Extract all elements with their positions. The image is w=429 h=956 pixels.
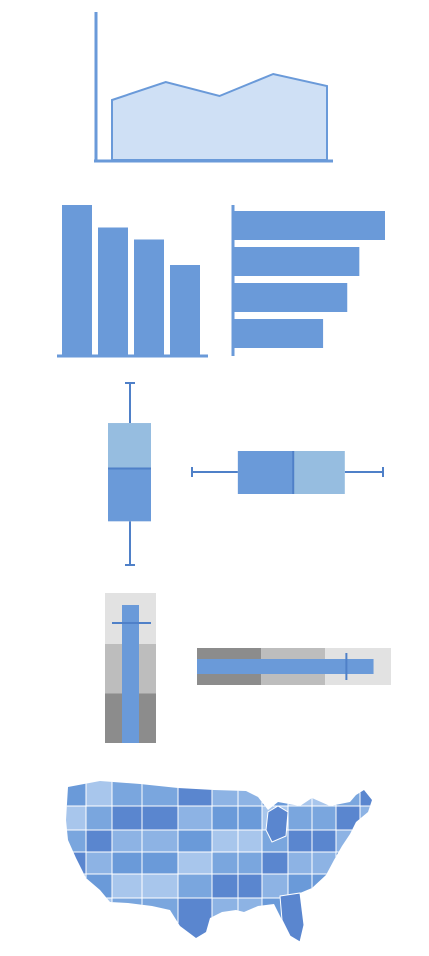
state-region	[237, 873, 263, 899]
state-region	[85, 873, 113, 899]
state-region	[237, 897, 263, 942]
state-region	[177, 829, 213, 853]
state-region	[141, 897, 179, 942]
state-region	[287, 781, 313, 807]
state-region	[111, 897, 143, 942]
state-region	[359, 805, 372, 831]
state-region	[66, 897, 87, 942]
state-region	[211, 897, 239, 942]
state-region	[359, 897, 372, 942]
state-region	[237, 781, 263, 807]
state-region	[211, 805, 239, 831]
state-region	[141, 851, 179, 875]
bullet-chart-horizontal-icon	[197, 648, 391, 685]
state-region	[111, 829, 143, 853]
column-bar	[98, 227, 128, 355]
state-region	[85, 781, 113, 807]
horizontal-bar	[234, 283, 348, 312]
state-region	[177, 851, 213, 875]
state-region	[211, 851, 239, 875]
state-region	[211, 873, 239, 899]
horizontal-bar	[234, 247, 360, 276]
state-region	[287, 805, 313, 831]
state-region	[261, 873, 289, 899]
state-region	[335, 829, 361, 853]
right-box	[293, 451, 345, 494]
column-bar	[134, 239, 164, 355]
us-state-tiles	[66, 781, 372, 942]
state-region	[141, 805, 179, 831]
state-region	[85, 851, 113, 875]
box-plot-horizontal-icon	[191, 451, 384, 494]
state-region	[261, 781, 289, 807]
state-region	[335, 851, 361, 875]
state-region	[311, 781, 337, 807]
area-fill	[111, 72, 328, 161]
horizontal-bar	[234, 319, 324, 348]
state-region	[177, 781, 213, 807]
state-region	[311, 873, 337, 899]
state-region	[237, 805, 263, 831]
bar-chart-icon	[231, 205, 385, 356]
state-region	[66, 873, 87, 899]
column-chart-icon	[57, 205, 208, 358]
state-region	[111, 781, 143, 807]
state-region	[177, 805, 213, 831]
upper-box	[108, 423, 151, 469]
state-region	[111, 873, 143, 899]
state-region	[335, 805, 361, 831]
state-region	[141, 873, 179, 899]
state-region	[265, 805, 289, 843]
state-region	[287, 829, 313, 853]
us-filled-map-icon	[65, 780, 373, 943]
state-region	[359, 781, 372, 807]
state-region	[177, 873, 213, 899]
state-region	[141, 829, 179, 853]
state-region	[335, 873, 361, 899]
state-region	[141, 781, 179, 807]
state-region	[261, 851, 289, 875]
value-bar	[122, 605, 139, 743]
state-region	[359, 851, 372, 875]
state-region	[85, 897, 113, 942]
state-region	[311, 829, 337, 853]
state-region	[66, 805, 87, 831]
lower-box	[108, 468, 151, 522]
state-region	[66, 851, 87, 875]
state-region	[85, 805, 113, 831]
state-region	[335, 897, 361, 942]
state-region	[111, 805, 143, 831]
state-region	[85, 829, 113, 853]
state-region	[111, 851, 143, 875]
state-region	[237, 851, 263, 875]
state-region	[66, 829, 87, 853]
state-region	[177, 897, 213, 942]
state-region	[311, 851, 337, 875]
area-chart-icon	[94, 12, 333, 163]
state-region	[211, 829, 239, 853]
state-region	[211, 781, 239, 807]
value-bar	[197, 659, 374, 674]
box-plot-vertical-icon	[108, 382, 151, 566]
column-bar	[62, 205, 92, 355]
state-region	[311, 897, 337, 942]
left-box	[237, 451, 294, 494]
horizontal-bar	[234, 211, 385, 240]
state-region	[359, 873, 372, 899]
column-bar	[170, 265, 200, 355]
state-region	[359, 829, 372, 853]
state-region	[287, 851, 313, 875]
state-region	[279, 892, 305, 943]
state-region	[237, 829, 263, 853]
state-region	[311, 805, 337, 831]
bullet-chart-vertical-icon	[105, 593, 156, 743]
